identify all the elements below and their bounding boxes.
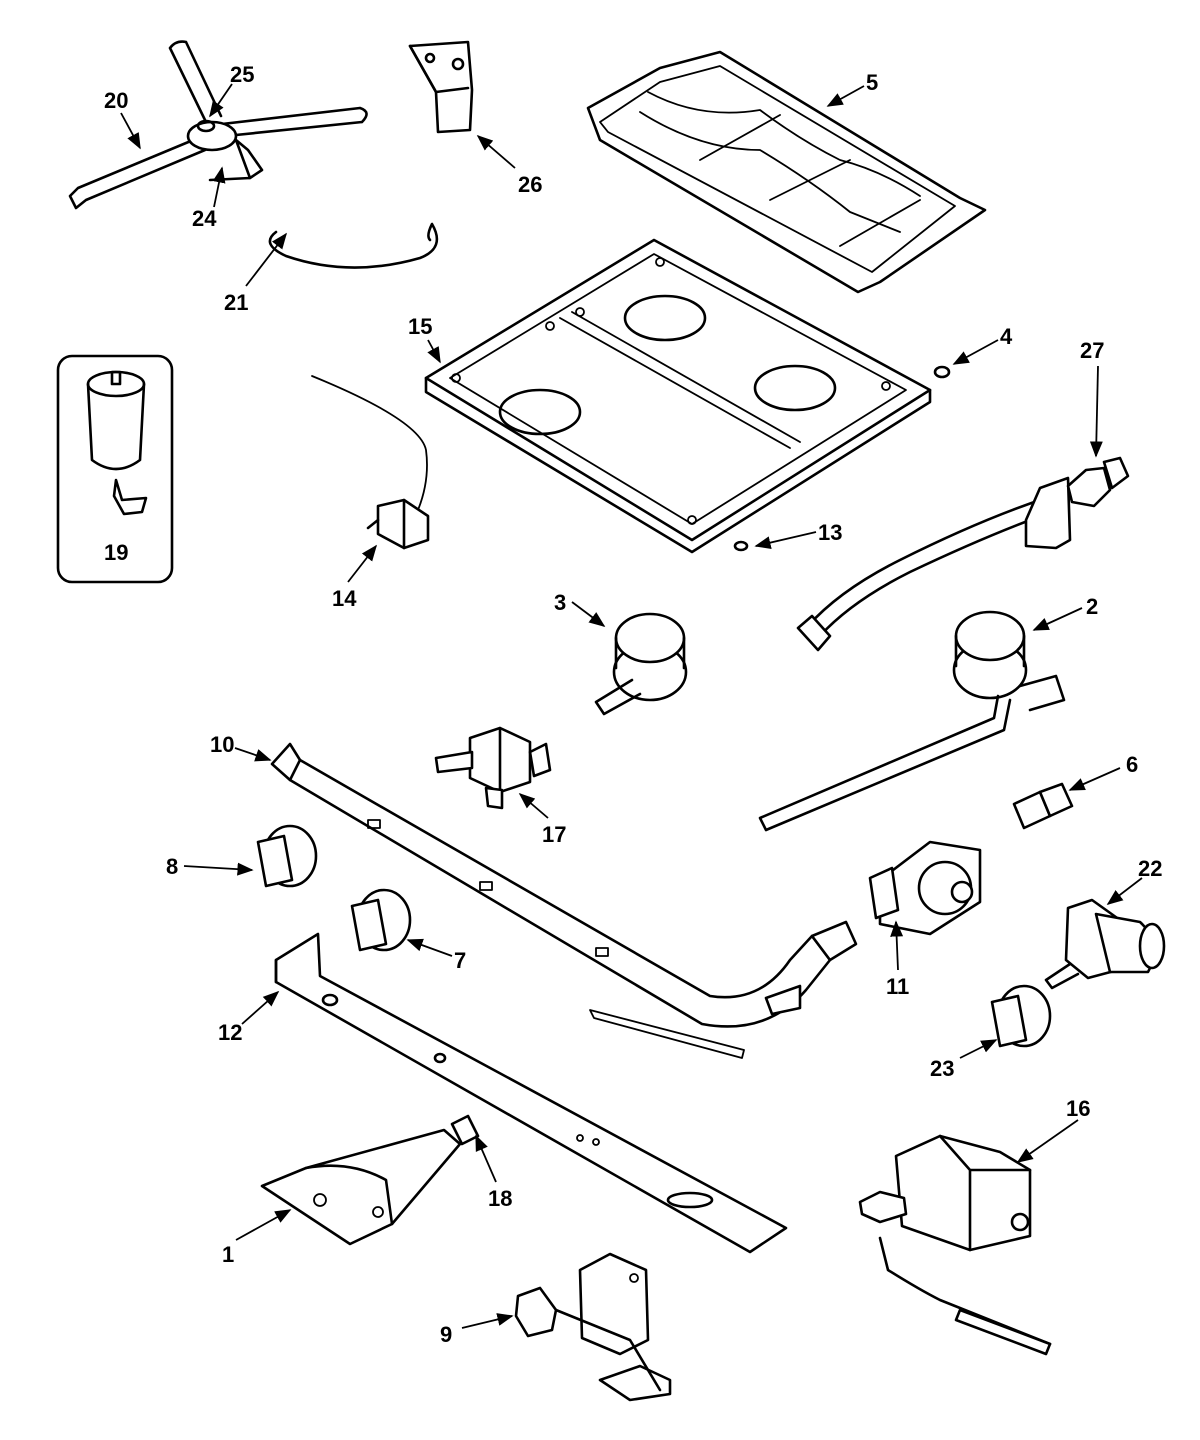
bracket-part: [408, 40, 474, 134]
knob-center-part: [350, 888, 412, 952]
regulator-part: [868, 840, 982, 936]
label-27: 27: [1080, 338, 1104, 363]
label-23: 23: [930, 1056, 954, 1081]
label-8: 8: [166, 854, 178, 879]
label-6: 6: [1126, 752, 1138, 777]
fitting-part: [1012, 782, 1074, 830]
knob-right-part: [990, 984, 1052, 1048]
manifold-pipe-part: [270, 742, 858, 1059]
knob-left-part: [256, 824, 318, 888]
igniter-module-part: [56, 354, 174, 584]
gas-tube-part: [796, 456, 1130, 652]
burner-large-part: [758, 610, 1066, 832]
label-13: 13: [818, 520, 842, 545]
label-9: 9: [440, 1322, 452, 1347]
burner-small-part: [594, 612, 688, 716]
nut-part: [933, 365, 951, 379]
label-21: 21: [224, 290, 248, 315]
label-17: 17: [542, 822, 566, 847]
label-14: 14: [332, 586, 357, 611]
leader-lines: [120, 83, 1143, 1329]
label-24: 24: [192, 206, 217, 231]
label-3: 3: [554, 590, 566, 615]
wire-grate-part: [586, 50, 987, 294]
air-shutter-part: [260, 1128, 462, 1246]
igniter-bracket-part: [514, 1252, 672, 1402]
spider-grate-part: [68, 40, 368, 210]
label-7: 7: [454, 948, 466, 973]
screw-part: [733, 540, 749, 552]
label-18: 18: [488, 1186, 512, 1211]
bracket-strip-part: [274, 932, 788, 1254]
label-15: 15: [408, 314, 432, 339]
label-10: 10: [210, 732, 234, 757]
oven-valve-part: [858, 1134, 1052, 1356]
label-2: 2: [1086, 594, 1098, 619]
callout-labels: 20 25 24 26 5 21 15 4 27 19 13 14 3 2 10…: [104, 62, 1162, 1347]
label-20: 20: [104, 88, 128, 113]
cooktop-plate-part: [424, 238, 932, 554]
label-5: 5: [866, 70, 878, 95]
label-26: 26: [518, 172, 542, 197]
label-22: 22: [1138, 856, 1162, 881]
solenoid-valve-part: [1044, 898, 1166, 990]
spring-clip-part: [268, 222, 439, 269]
label-4: 4: [1000, 324, 1013, 349]
label-12: 12: [218, 1020, 242, 1045]
thermostat-switch-part: [311, 375, 430, 550]
label-11: 11: [886, 974, 909, 999]
valve-small-part: [434, 726, 552, 810]
label-19: 19: [104, 540, 128, 565]
label-1: 1: [222, 1242, 234, 1267]
label-25: 25: [230, 62, 254, 87]
label-16: 16: [1066, 1096, 1090, 1121]
